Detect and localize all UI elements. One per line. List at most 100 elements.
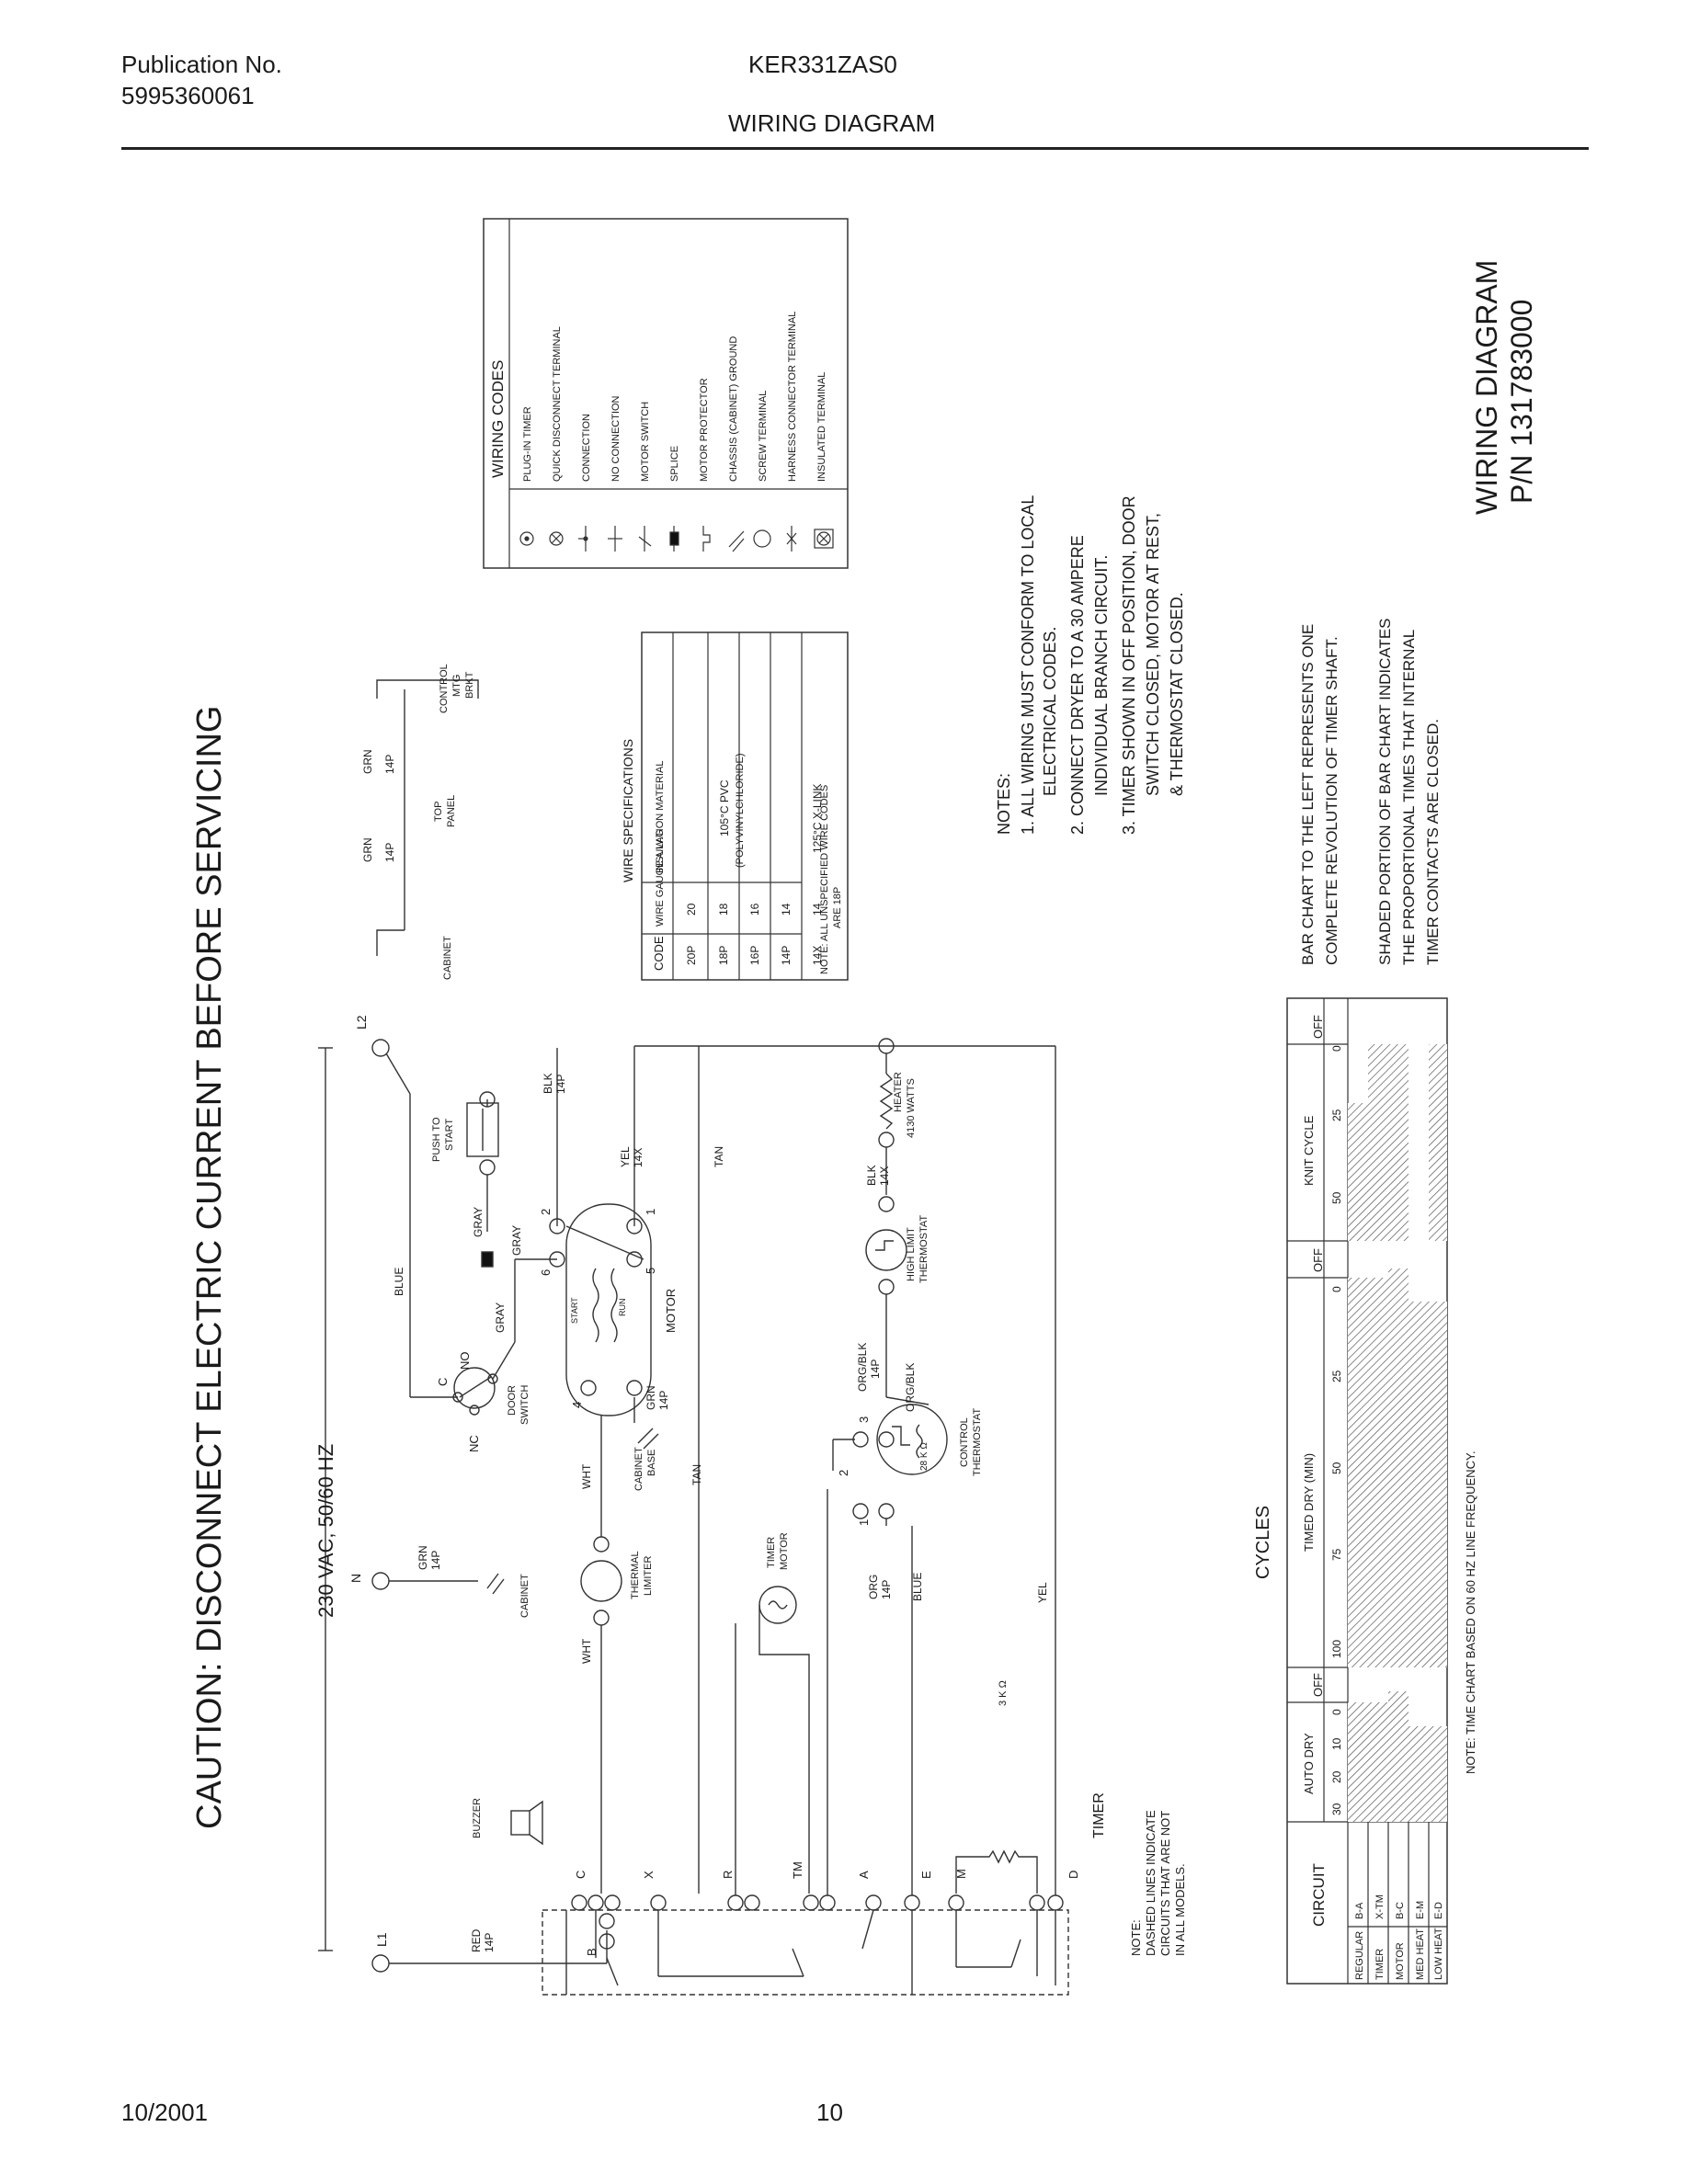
label-blue-l2: BLUE xyxy=(393,1268,405,1296)
label-start: START xyxy=(444,1119,455,1151)
note-line-1: 1. ALL WIRING MUST CONFORM TO LOCAL xyxy=(1019,495,1037,835)
label-yel: YEL xyxy=(619,1146,632,1167)
label-gray-1: GRAY xyxy=(472,1207,485,1237)
label-org: ORG xyxy=(867,1575,880,1599)
label-blue-bottom: BLUE xyxy=(911,1573,924,1601)
code-harness-connector: HARNESS CONNECTOR TERMINAL xyxy=(787,312,798,482)
wire-specifications-table: WIRE SPECIFICATIONS CODE WIRE GAUGE A.W.… xyxy=(621,631,849,981)
code-motor-switch: MOTOR SWITCH xyxy=(640,402,651,482)
label-term-b: B xyxy=(585,1948,599,1956)
wiring-codes-title: WIRING CODES xyxy=(489,360,507,478)
label-grn-motor-14p: 14P xyxy=(657,1391,670,1410)
publication-number: 5995360061 xyxy=(121,82,255,109)
schematic xyxy=(318,679,1069,1996)
label-orgblk-1: ORG/BLK xyxy=(856,1343,869,1392)
timed-tick-50: 50 xyxy=(1330,1462,1343,1474)
spec-row-14p-gauge: 14 xyxy=(780,903,793,916)
label-grn-motor: GRN xyxy=(644,1385,657,1410)
label-motor: MOTOR xyxy=(664,1289,678,1333)
bar-timer-knit xyxy=(1368,1044,1388,1241)
label-start-winding: START xyxy=(570,1297,579,1324)
spec-pvc: 105°C PVC xyxy=(718,779,731,836)
spec-row-16p-gauge: 16 xyxy=(748,903,761,916)
cycles-chart: CYCLES CIRCUIT REGULAR B-A TIMER X-TM MO… xyxy=(1253,997,1477,1985)
publication-label: Publication No. xyxy=(121,51,282,78)
label-term-a: A xyxy=(857,1871,871,1879)
label-terminal-6: 6 xyxy=(539,1269,553,1276)
label-wht-1: WHT xyxy=(580,1463,593,1489)
bar-motor-knit xyxy=(1388,1044,1409,1241)
auto-tick-20: 20 xyxy=(1330,1770,1343,1783)
spec-xlink: 125°C X-LINK xyxy=(811,784,824,854)
label-buzzer: BUZZER xyxy=(472,1798,483,1838)
bar-note-1a: BAR CHART TO THE LEFT REPRESENTS ONE xyxy=(1299,624,1317,965)
label-term-tm: TM xyxy=(791,1861,804,1879)
label-panel: PANEL xyxy=(446,795,457,827)
spec-row-14x-gauge: 14 xyxy=(811,903,824,916)
bar-note-1b: COMPLETE REVOLUTION OF TIMER SHAFT. xyxy=(1323,636,1340,965)
label-term-x: X xyxy=(642,1871,656,1879)
label-tan-top: TAN xyxy=(713,1146,725,1167)
wiring-codes-legend: WIRING CODES PLUG-IN TIMER QUICK DISCONN… xyxy=(483,218,849,569)
spec-note-line2: ARE 18P xyxy=(832,887,843,928)
note-line-6: SWITCH CLOSED, MOTOR AT REST, xyxy=(1144,513,1162,796)
bar-timer-auto xyxy=(1368,1702,1388,1822)
label-blk: BLK xyxy=(542,1073,554,1094)
supply-voltage: 230 VAC, 50/60 HZ xyxy=(314,1444,337,1618)
timed-tick-75: 75 xyxy=(1330,1548,1343,1561)
label-terminal-1: 1 xyxy=(644,1209,657,1215)
label-red: RED xyxy=(470,1928,483,1952)
bar-lowheat-knit xyxy=(1429,1044,1447,1241)
label-brkt: BRKT xyxy=(464,671,475,699)
label-cabinet-base-1: CABINET xyxy=(633,1447,644,1491)
spec-row-14p-code: 14P xyxy=(780,946,793,965)
diagram-part-number: P/N 131783000 xyxy=(1505,300,1538,504)
code-splice: SPLICE xyxy=(669,446,680,482)
label-term-c: C xyxy=(574,1871,587,1879)
label-heater: HEATER xyxy=(893,1072,904,1112)
label-watts: 4130 WATTS xyxy=(906,1078,917,1138)
spec-row-14x-code: 14X xyxy=(811,946,824,965)
label-timer: TIMER xyxy=(1091,1792,1107,1838)
label-control-mtg: CONTROL xyxy=(439,664,450,713)
row-timer: TIMER xyxy=(1374,1949,1386,1980)
spec-row-18p-code: 18P xyxy=(717,946,730,965)
label-push-to: PUSH TO xyxy=(431,1117,442,1162)
row-motor-circuit: B-C xyxy=(1395,1902,1406,1919)
label-term-r: R xyxy=(721,1871,735,1879)
label-term-d: D xyxy=(1066,1871,1080,1879)
off-label-3: OFF xyxy=(1311,1015,1325,1039)
dash-note-1: NOTE: xyxy=(1129,1919,1143,1956)
label-red-14p: 14P xyxy=(483,1933,496,1952)
bar-note-2b: THE PROPORTIONAL TIMES THAT INTERNAL xyxy=(1400,630,1418,965)
page-title: WIRING DIAGRAM xyxy=(728,109,936,137)
knit-tick-0: 0 xyxy=(1330,1045,1343,1052)
dash-note-3: CIRCUITS THAT ARE NOT xyxy=(1158,1811,1172,1956)
cycles-title: CYCLES xyxy=(1253,1506,1273,1579)
bar-timer-timed xyxy=(1368,1278,1388,1667)
note-line-7: & THERMOSTAT CLOSED. xyxy=(1168,592,1186,796)
label-term-m: M xyxy=(954,1869,968,1879)
label-thermostat-c: THERMOSTAT xyxy=(972,1408,983,1476)
bar-regular-auto xyxy=(1348,1702,1368,1822)
timed-dry-label: TIMED DRY (MIN) xyxy=(1302,1453,1316,1552)
label-terminal-5: 5 xyxy=(644,1268,657,1274)
label-yel-bottom: YEL xyxy=(1036,1582,1049,1603)
row-med-heat: MED HEAT xyxy=(1415,1928,1426,1980)
label-ctrl-3: 3 xyxy=(857,1416,871,1423)
label-high-limit: HIGH LIMIT xyxy=(906,1227,917,1281)
notes-title: NOTES: xyxy=(995,773,1013,835)
auto-tick-0: 0 xyxy=(1330,1709,1343,1715)
row-regular: REGULAR xyxy=(1354,1931,1365,1980)
label-gray-2: GRAY xyxy=(510,1225,523,1256)
label-l1: L1 xyxy=(374,1932,389,1947)
label-14p-top1: 14P xyxy=(383,843,396,862)
row-low-heat: LOW HEAT xyxy=(1433,1928,1444,1980)
notes-block: NOTES: 1. ALL WIRING MUST CONFORM TO LOC… xyxy=(995,495,1186,835)
caution-text: CAUTION: DISCONNECT ELECTRIC CURRENT BEF… xyxy=(190,706,229,1830)
label-blk-14p: 14P xyxy=(554,1075,567,1094)
label-door: DOOR xyxy=(507,1385,518,1416)
knit-cycle-label: KNIT CYCLE xyxy=(1302,1115,1316,1186)
label-blk-heater-14x: 14X xyxy=(878,1166,891,1186)
off-label-2: OFF xyxy=(1311,1248,1325,1272)
